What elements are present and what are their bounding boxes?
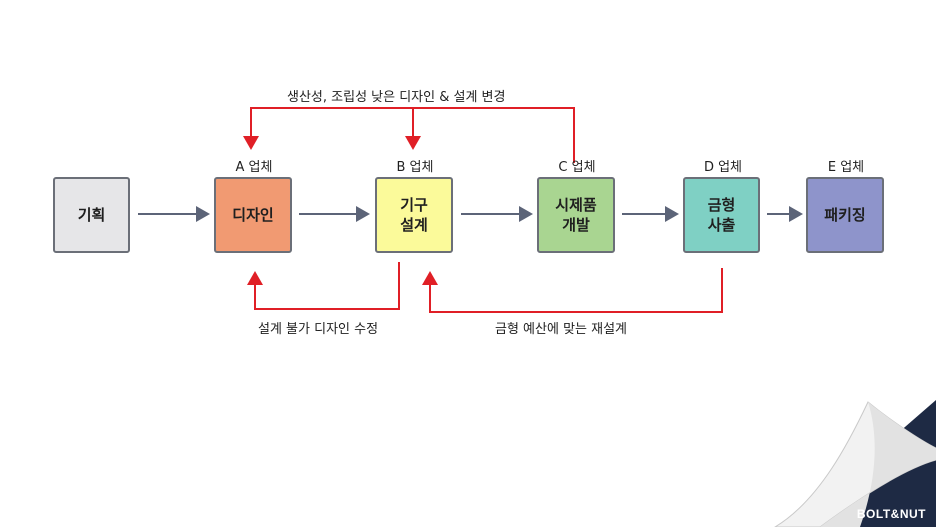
feedback-top-head-b [405,136,421,150]
step-box-mold-injection: 금형 사출 [683,177,760,253]
flow-arrow-4-head [665,206,679,222]
flow-arrow-1-head [196,206,210,222]
vendor-label-a: A 업체 [235,160,273,175]
step-box-label: 기구 [400,196,428,214]
step-box-planning: 기획 [53,177,130,253]
feedback-bottom-right-line [429,268,723,313]
step-box-label: 금형 [707,196,736,214]
step-box-prototype: 시제품 개발 [537,177,615,253]
feedback-bottom-right-head [422,271,438,285]
flow-arrow-3-head [519,206,533,222]
vendor-label-c: C 업체 [558,160,596,175]
feedback-top-head-a [243,136,259,150]
corner-curl-shade [820,402,936,527]
step-box-label: 설계 [400,216,428,234]
step-box-label: 사출 [707,216,736,234]
step-box-packaging: 패키징 [806,177,884,253]
step-box-mechanical-design: 기구 설계 [375,177,453,253]
step-box-label: 패키징 [824,206,866,224]
step-box-label: 시제품 [555,196,597,214]
flow-arrow-2-head [356,206,370,222]
feedback-bottom-left-label: 설계 불가 디자인 수정 [258,322,379,337]
step-box-label: 개발 [562,216,590,234]
brand-logo-text: BOLT&NUT [856,507,926,521]
feedback-bottom-right-label: 금형 예산에 맞는 재설계 [495,322,627,337]
flow-arrow-5-head [789,206,803,222]
step-box-design: 디자인 [214,177,292,253]
feedback-bottom-left-head [247,271,263,285]
feedback-bottom-left-line [254,262,400,310]
step-box-label: 기획 [77,206,106,224]
feedback-top-label: 생산성, 조립성 낮은 디자인 & 설계 변경 [287,90,506,105]
step-box-label: 디자인 [232,206,274,224]
vendor-label-d: D 업체 [703,160,743,175]
vendor-label-e: E 업체 [827,160,865,175]
vendor-label-b: B 업체 [396,160,434,175]
